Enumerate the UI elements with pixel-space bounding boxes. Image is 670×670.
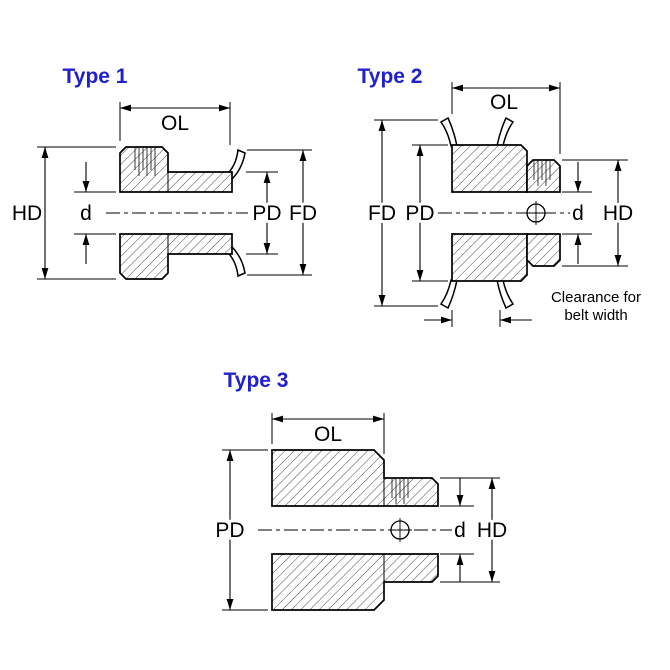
type3-set-screw-threads	[391, 478, 409, 504]
type3-hd-label: HD	[477, 519, 507, 542]
clearance-note-line1: Clearance for	[551, 289, 641, 306]
type2-ol-label: OL	[490, 91, 518, 114]
type1-ol-label: OL	[161, 112, 189, 135]
type1-title: Type 1	[63, 65, 128, 88]
type2-set-screw-threads	[533, 160, 551, 186]
type1-d-label: d	[80, 202, 92, 225]
type3-pd-label: PD	[215, 519, 244, 542]
type2-d-label: d	[572, 202, 584, 225]
type3-diagram: Type 3 OL PD d	[212, 369, 510, 611]
type2-top-right-flange	[496, 116, 515, 147]
type2-fd-label: FD	[368, 202, 396, 225]
type2-title: Type 2	[358, 65, 423, 88]
type1-pd-label: PD	[252, 202, 281, 225]
type2-hub-upper-cross-section	[526, 159, 561, 193]
type1-upper-cross-section	[119, 146, 233, 193]
type2-pd-label: PD	[405, 202, 434, 225]
type1-set-screw-threads	[134, 147, 156, 176]
type3-d-label: d	[454, 519, 466, 542]
type1-hd-label: HD	[12, 202, 42, 225]
type2-hub-lower-cross-section	[526, 233, 561, 267]
type2-bottom-right-flange	[496, 279, 515, 310]
type1-diagram: Type 1 OL HD d	[9, 65, 320, 280]
type3-upper-cross-section	[271, 449, 439, 507]
type3-title: Type 3	[224, 369, 289, 392]
type1-fd-label: FD	[289, 202, 317, 225]
type3-lower-cross-section	[271, 553, 439, 611]
type1-lower-cross-section	[119, 233, 233, 280]
type2-diagram: Type 2 OL FD PD	[358, 65, 641, 327]
type2-hd-label: HD	[603, 202, 633, 225]
type3-ol-label: OL	[314, 423, 342, 446]
clearance-note-line2: belt width	[564, 307, 627, 324]
type2-body-lower-cross-section	[451, 233, 528, 282]
type2-bottom-left-flange	[439, 279, 458, 310]
type2-top-left-flange	[439, 116, 458, 147]
type2-body-upper-cross-section	[451, 144, 528, 193]
